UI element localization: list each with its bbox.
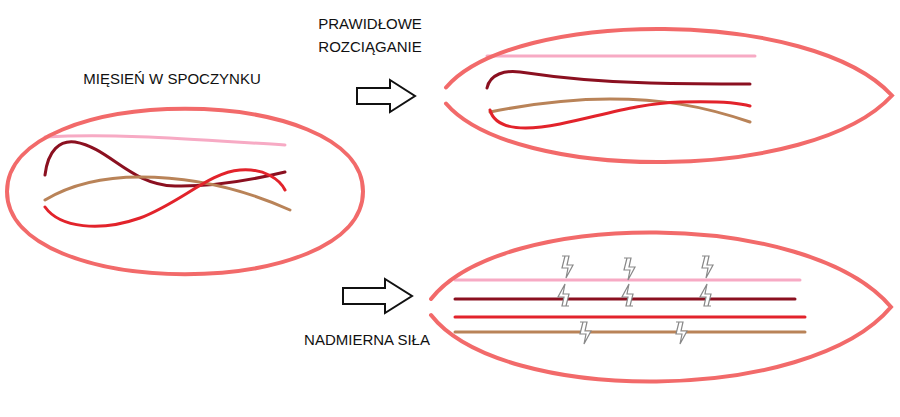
block-arrow (343, 279, 412, 313)
fiber-dark-red (455, 298, 795, 301)
tear-bolt (580, 322, 591, 344)
muscle-outline (415, 228, 895, 386)
fiber-pink (455, 279, 800, 282)
tear-bolt (700, 284, 711, 306)
muscle-ellipse: NADMIERNA SIŁA (415, 228, 895, 386)
ellipse-stroke (431, 232, 891, 381)
tear-bolt (624, 258, 635, 280)
block-arrow (357, 80, 415, 112)
fiber-dark-red (45, 142, 285, 186)
fiber-brown (455, 331, 805, 334)
fiber-red (490, 102, 750, 128)
tear-bolt (702, 256, 713, 278)
fiber-red (45, 170, 285, 226)
fiber-red (455, 316, 805, 319)
muscle-outline (430, 25, 896, 166)
ellipse-stroke (446, 29, 892, 162)
muscle-state-label: MIĘSIEŃ W SPOCZYNKU (42, 67, 302, 90)
muscle-state-label: PRAWIDŁOWE ROZCIĄGANIE (305, 12, 435, 58)
tear-bolt (558, 284, 569, 306)
muscle-state-label: NADMIERNA SIŁA (302, 328, 432, 351)
ellipse-stroke (7, 109, 363, 274)
fiber-pink (487, 55, 755, 58)
tear-bolt (676, 322, 687, 344)
muscle-ellipse: MIĘSIEŃ W SPOCZYNKU (3, 108, 367, 275)
fiber-dark-red (487, 72, 750, 88)
tear-bolt (562, 256, 573, 278)
tear-bolt (622, 284, 633, 306)
muscle-ellipse: PRAWIDŁOWE ROZCIĄGANIE (430, 25, 896, 166)
muscle-outline (3, 108, 367, 275)
